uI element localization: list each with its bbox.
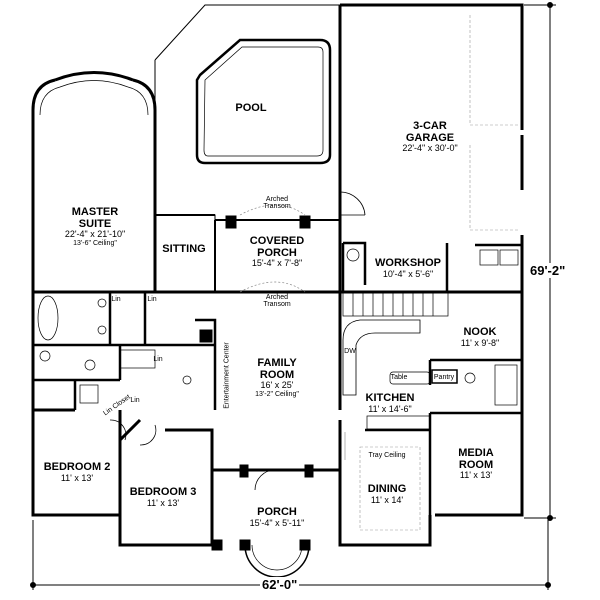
porch-label: PORCH 15'-4" x 5'-11" xyxy=(249,506,305,528)
room-dimensions: 15'-4" x 7'-8" xyxy=(251,258,303,269)
garage-label: 3-CAR GARAGE 22'-4" x 30'-0" xyxy=(402,120,458,154)
ceiling-note: 13'-2" Ceiling" xyxy=(255,390,299,398)
room-name: SITTING xyxy=(162,243,206,255)
room-dimensions: 10'-4" x 5'-6" xyxy=(382,268,434,279)
room-dimensions: 11' x 13' xyxy=(459,470,493,481)
master-suite-label: MASTER SUITE 22'-4" x 21'-10" 13'-6" Cei… xyxy=(64,206,126,247)
room-name: FAMILY xyxy=(257,357,297,369)
overall-depth-dimension: 69'-2" xyxy=(528,263,568,278)
linen-note: Lin xyxy=(130,397,140,404)
room-name: KITCHEN xyxy=(365,392,415,404)
room-name: BEDROOM 3 xyxy=(129,486,197,498)
porch-arc xyxy=(244,544,310,578)
room-name: POOL xyxy=(235,102,267,114)
covered-porch-label: COVERED PORCH 15'-4" x 7'-8" xyxy=(249,235,305,269)
master-bath-walls xyxy=(33,292,217,410)
kitchen-counter xyxy=(342,319,421,396)
room-name: MEDIA xyxy=(458,447,494,459)
linen-note: Lin xyxy=(111,296,121,303)
room-dimensions: 22'-4" x 30'-0" xyxy=(402,143,458,154)
room-dimensions: 11' x 14' xyxy=(370,494,404,505)
room-dimensions: 11' x 14'-6" xyxy=(368,403,412,414)
note-text: Arched xyxy=(265,294,289,301)
room-dimensions: 11' x 13' xyxy=(60,472,94,483)
entertainment-center-note: Entertainment Center xyxy=(223,342,231,409)
sitting-label: SITTING xyxy=(162,243,206,256)
room-dimensions: 22'-4" x 21'-10" xyxy=(64,229,126,240)
room-name: WORKSHOP xyxy=(375,257,441,269)
room-name: PORCH xyxy=(257,506,297,518)
workshop-label: WORKSHOP 10'-4" x 5'-6" xyxy=(375,257,441,279)
room-name: PORCH xyxy=(257,246,297,259)
bedroom2-label: BEDROOM 2 11' x 13' xyxy=(43,461,111,483)
media-room-label: MEDIA ROOM 11' x 13' xyxy=(458,447,494,481)
room-name: COVERED xyxy=(249,235,305,247)
pool-label: POOL xyxy=(235,102,267,115)
stairs xyxy=(342,291,449,317)
note-text: Transom xyxy=(263,203,291,210)
master-bay-window xyxy=(31,71,157,111)
dishwasher-note: DW xyxy=(344,348,356,355)
linen-note: Lin xyxy=(153,356,163,363)
workshop-walls xyxy=(341,241,522,294)
room-dimensions: 15'-4" x 5'-11" xyxy=(249,517,305,528)
room-name: SUITE xyxy=(78,217,112,230)
linen-note: Lin xyxy=(147,296,157,303)
room-name: GARAGE xyxy=(405,131,455,144)
bedroom3-label: BEDROOM 3 11' x 13' xyxy=(129,486,197,508)
pool xyxy=(195,38,332,165)
garage-walls xyxy=(338,3,524,292)
table-note: Table xyxy=(390,374,408,381)
note-text: Transom xyxy=(263,301,291,308)
overall-width-dimension: 62'-0" xyxy=(260,577,300,592)
family-room-label: FAMILY ROOM 16' x 25' 13'-2" Ceiling" xyxy=(255,357,299,398)
room-name: BEDROOM 2 xyxy=(43,461,111,473)
room-dimensions: 11' x 9'-8" xyxy=(460,337,500,348)
room-name: MASTER xyxy=(71,206,119,218)
nook-label: NOOK 11' x 9'-8" xyxy=(460,326,500,348)
room-name: ROOM xyxy=(458,458,494,471)
room-name: 3-CAR xyxy=(413,120,447,132)
room-dimensions: 11' x 13' xyxy=(146,497,180,508)
room-dimensions: 16' x 25' xyxy=(260,380,294,391)
dining-label: DINING 11' x 14' xyxy=(367,483,407,505)
kitchen-label: KITCHEN 11' x 14'-6" xyxy=(365,392,415,414)
depth-dimension-line xyxy=(524,4,556,519)
bedroom-walls xyxy=(33,408,214,515)
pantry-note: Pantry xyxy=(433,374,455,381)
tray-ceiling-note: Tray Ceiling xyxy=(368,452,406,459)
note-text: Arched xyxy=(265,196,289,203)
room-name: DINING xyxy=(367,483,407,495)
room-name: ROOM xyxy=(259,368,295,381)
room-name: NOOK xyxy=(463,326,497,338)
ceiling-note: 13'-6" Ceiling" xyxy=(73,239,117,247)
